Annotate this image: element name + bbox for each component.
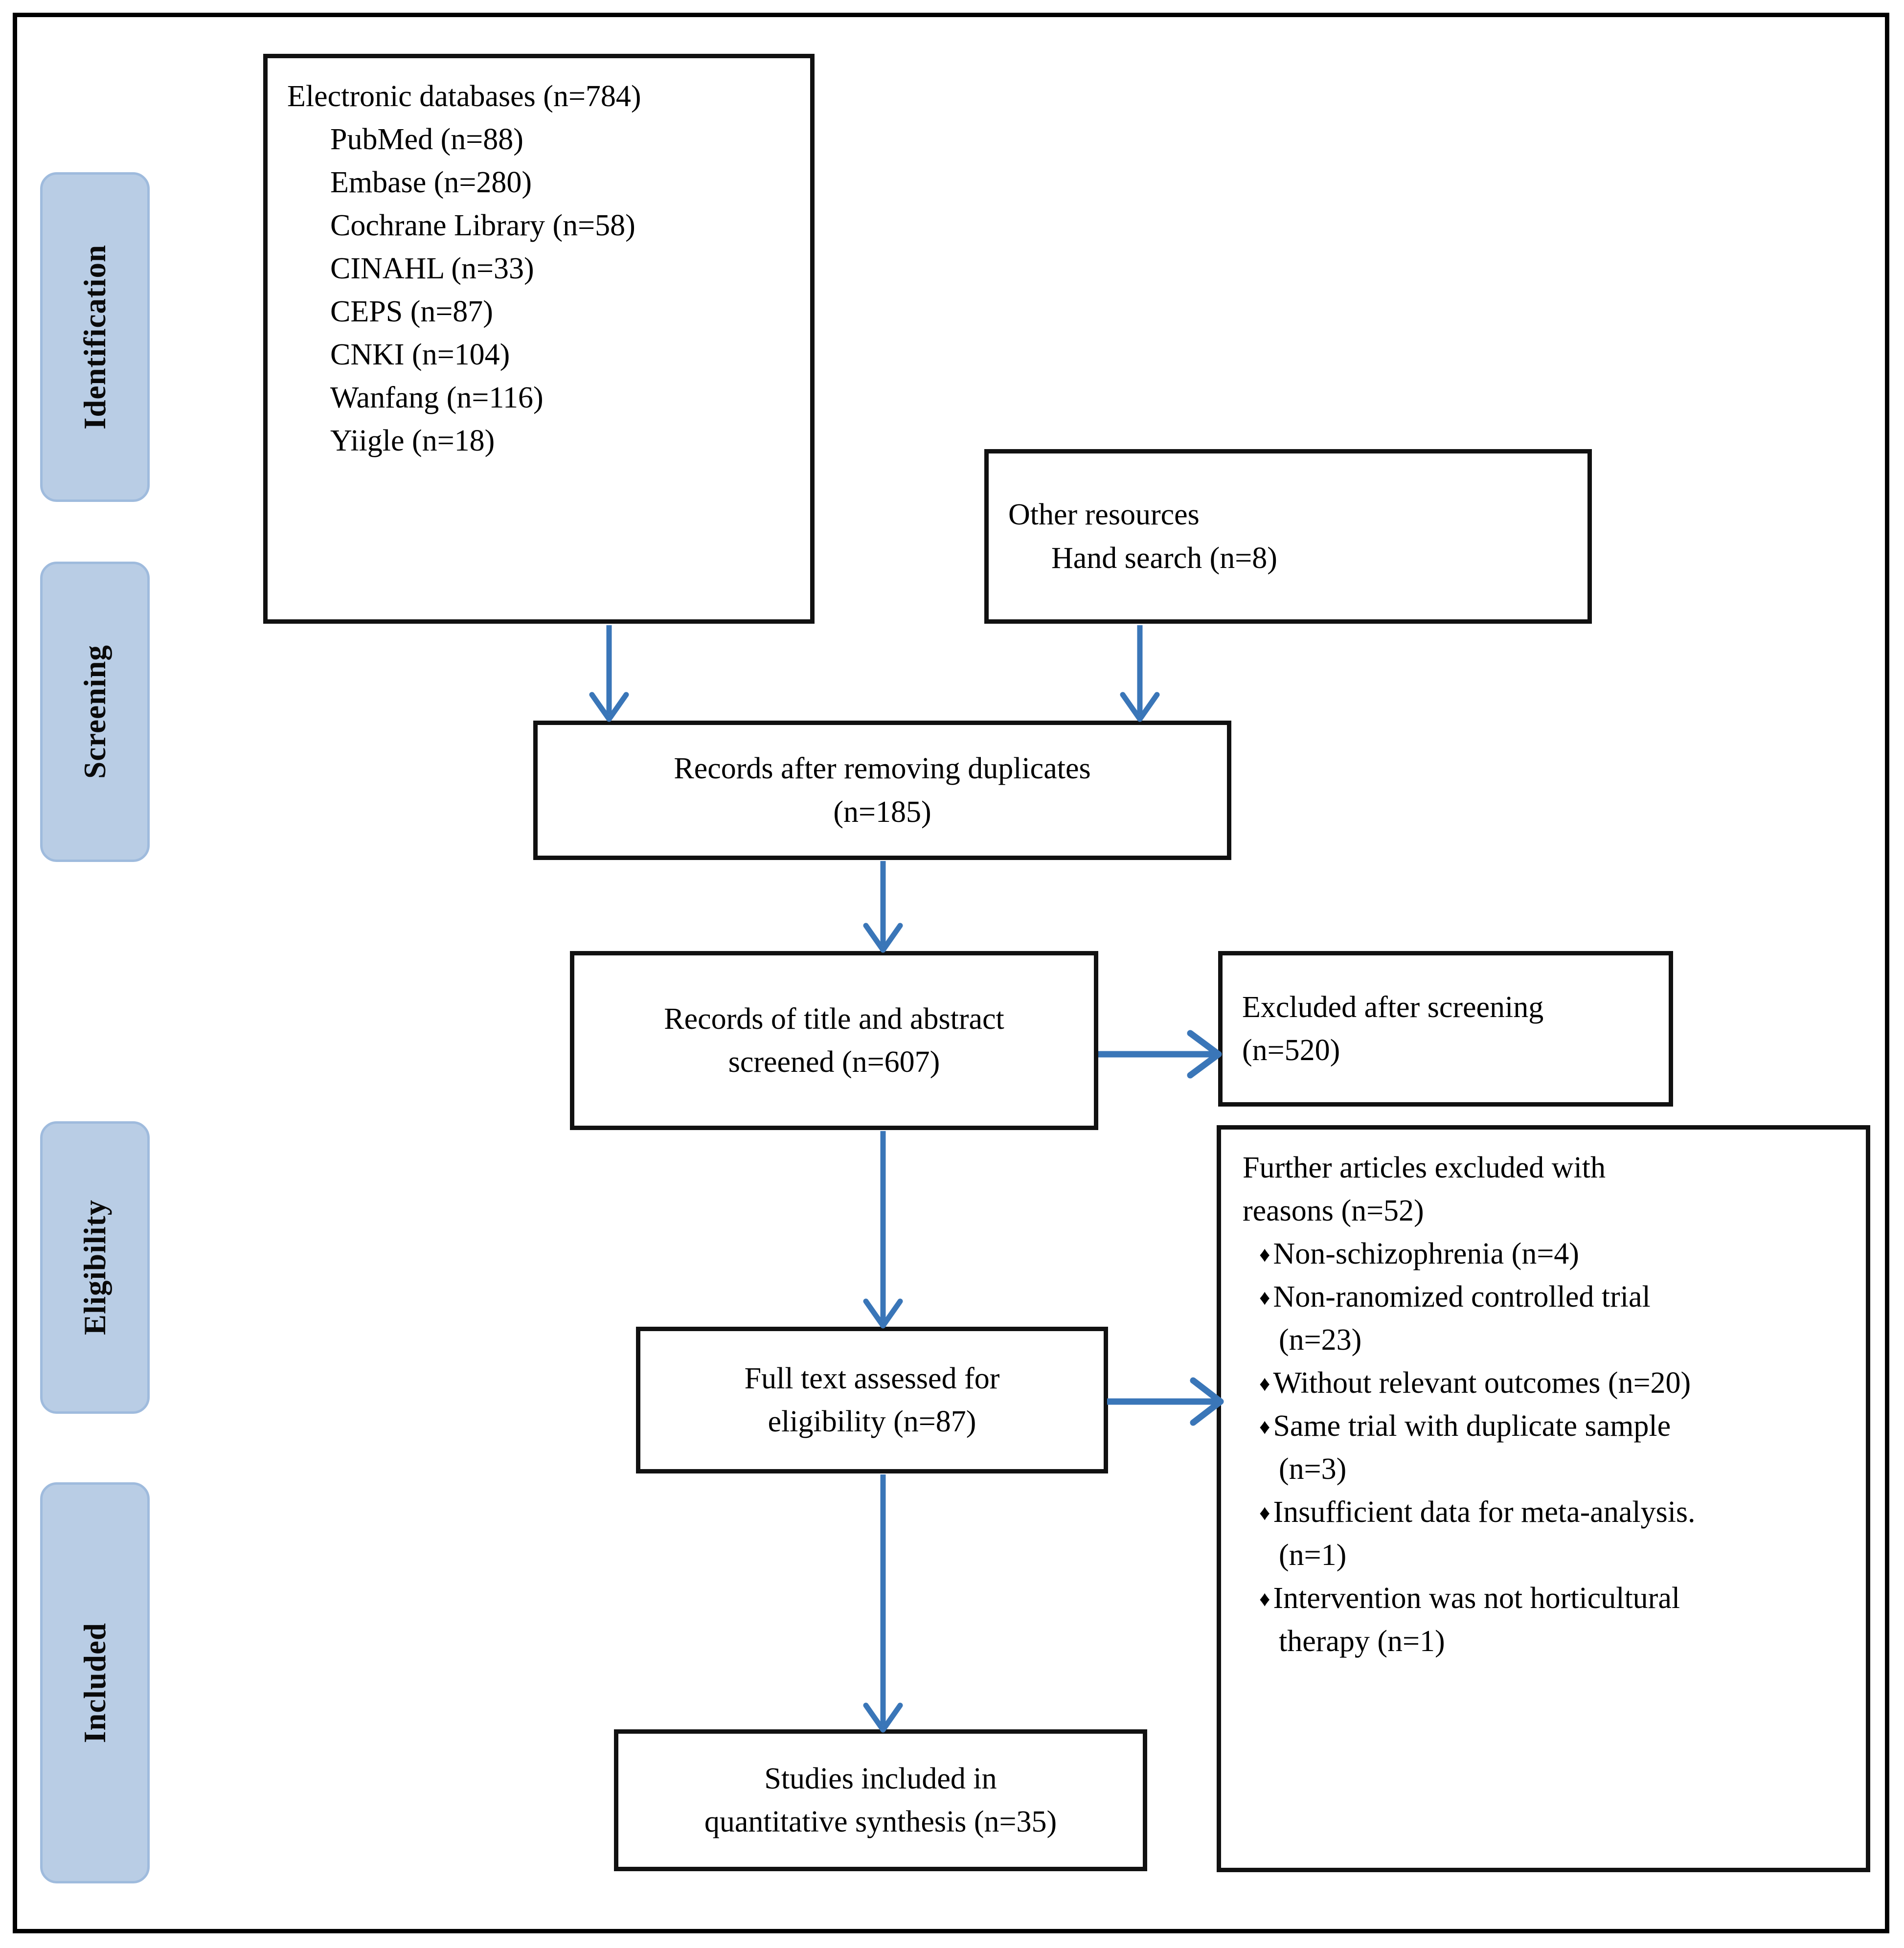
box-electronic-databases-content: Electronic databases (n=784) PubMed (n=8…	[268, 58, 810, 479]
box-electronic-databases: Electronic databases (n=784) PubMed (n=8…	[263, 54, 815, 624]
further-excluded-reason: ♦Non-ranomized controlled trial	[1243, 1275, 1851, 1318]
electronic-databases-item: Embase (n=280)	[330, 166, 532, 200]
electronic-databases-item: CEPS (n=87)	[330, 295, 493, 329]
further-excluded-reason-cont: (n=23)	[1279, 1323, 1362, 1357]
further-excluded-reason-text: Non-ranomized controlled trial	[1273, 1280, 1651, 1314]
phase-label-eligibility: Eligibility	[77, 1200, 112, 1336]
phase-box-screening: Screening	[40, 562, 150, 862]
arrow-screened-to-fulltext	[856, 1131, 910, 1329]
further-excluded-reason-text: Non-schizophrenia (n=4)	[1273, 1237, 1579, 1271]
electronic-databases-heading: Electronic databases (n=784)	[287, 80, 641, 113]
arrow-fulltext-to-included	[856, 1474, 910, 1734]
box-full-text-assessed-content: Full text assessed for eligibility (n=87…	[640, 1331, 1104, 1469]
arrow-duplicates-to-screened	[856, 861, 910, 954]
further-excluded-reason-text: Without relevant outcomes (n=20)	[1273, 1366, 1691, 1400]
diamond-bullet-icon: ♦	[1259, 1243, 1270, 1267]
further-excluded-reason-text: Insufficient data for meta-analysis.	[1273, 1495, 1696, 1529]
further-excluded-line1: Further articles excluded with	[1243, 1151, 1606, 1184]
further-excluded-reason-text: Same trial with duplicate sample	[1273, 1409, 1671, 1443]
further-excluded-reason: ♦Without relevant outcomes (n=20)	[1243, 1361, 1851, 1404]
box-excluded-after-screening-content: Excluded after screening (n=520)	[1223, 955, 1669, 1102]
excluded-after-screening-line2: (n=520)	[1242, 1034, 1340, 1067]
box-records-screened-content: Records of title and abstract screened (…	[574, 955, 1094, 1126]
box-studies-included: Studies included in quantitative synthes…	[614, 1729, 1147, 1871]
phase-box-identification: Identification	[40, 172, 150, 502]
diamond-bullet-icon: ♦	[1259, 1286, 1270, 1310]
other-resources-heading: Other resources	[1008, 498, 1200, 532]
records-screened-line1: Records of title and abstract	[664, 1002, 1004, 1036]
phase-label-screening: Screening	[77, 645, 112, 779]
box-records-screened: Records of title and abstract screened (…	[570, 951, 1098, 1130]
electronic-databases-item: Cochrane Library (n=58)	[330, 209, 635, 243]
studies-included-line1: Studies included in	[764, 1762, 997, 1795]
electronic-databases-item: CINAHL (n=33)	[330, 252, 534, 286]
records-after-duplicates-line2: (n=185)	[833, 795, 931, 829]
box-further-excluded: Further articles excluded with reasons (…	[1217, 1125, 1870, 1872]
box-other-resources-content: Other resources Hand search (n=8)	[989, 453, 1587, 619]
excluded-after-screening-line1: Excluded after screening	[1242, 990, 1544, 1024]
further-excluded-reason-text: Intervention was not horticultural	[1273, 1582, 1680, 1615]
arrow-screened-to-excluded	[1098, 1022, 1223, 1086]
box-records-after-duplicates-content: Records after removing duplicates (n=185…	[538, 725, 1227, 856]
phase-label-identification: Identification	[77, 244, 112, 430]
box-records-after-duplicates: Records after removing duplicates (n=185…	[533, 721, 1231, 860]
arrow-databases-to-duplicates	[582, 625, 636, 723]
box-full-text-assessed: Full text assessed for eligibility (n=87…	[636, 1327, 1108, 1473]
phase-label-included: Included	[77, 1622, 112, 1744]
arrow-other-resources-to-duplicates	[1113, 625, 1167, 723]
electronic-databases-item: PubMed (n=88)	[330, 123, 523, 157]
further-excluded-reason: ♦Intervention was not horticultural	[1243, 1577, 1851, 1620]
full-text-assessed-line2: eligibility (n=87)	[768, 1405, 976, 1438]
diamond-bullet-icon: ♦	[1259, 1415, 1270, 1439]
diamond-bullet-icon: ♦	[1259, 1501, 1270, 1525]
arrow-fulltext-to-further-excluded	[1107, 1370, 1224, 1433]
further-excluded-reason-cont: (n=3)	[1279, 1452, 1347, 1486]
electronic-databases-item: CNKI (n=104)	[330, 338, 510, 372]
box-studies-included-content: Studies included in quantitative synthes…	[618, 1734, 1143, 1867]
electronic-databases-item: Wanfang (n=116)	[330, 381, 544, 415]
further-excluded-reason: ♦Same trial with duplicate sample	[1243, 1404, 1851, 1448]
further-excluded-reason-cont: therapy (n=1)	[1279, 1625, 1445, 1658]
phase-box-included: Included	[40, 1482, 150, 1883]
electronic-databases-item: Yiigle (n=18)	[330, 424, 495, 458]
phase-box-eligibility: Eligibility	[40, 1121, 150, 1414]
box-excluded-after-screening: Excluded after screening (n=520)	[1218, 951, 1673, 1107]
further-excluded-reason: ♦Non-schizophrenia (n=4)	[1243, 1232, 1851, 1275]
other-resources-item: Hand search (n=8)	[1051, 541, 1277, 575]
full-text-assessed-line1: Full text assessed for	[744, 1361, 1000, 1395]
studies-included-line2: quantitative synthesis (n=35)	[704, 1805, 1057, 1838]
further-excluded-reason-cont: (n=1)	[1279, 1539, 1347, 1572]
diamond-bullet-icon: ♦	[1259, 1372, 1270, 1396]
further-excluded-line2: reasons (n=52)	[1243, 1194, 1424, 1228]
records-after-duplicates-line1: Records after removing duplicates	[674, 752, 1091, 786]
further-excluded-reason: ♦Insufficient data for meta-analysis.	[1243, 1491, 1851, 1534]
box-further-excluded-content: Further articles excluded with reasons (…	[1221, 1130, 1866, 1679]
box-other-resources: Other resources Hand search (n=8)	[984, 449, 1592, 624]
diamond-bullet-icon: ♦	[1259, 1587, 1270, 1611]
records-screened-line2: screened (n=607)	[728, 1045, 940, 1079]
